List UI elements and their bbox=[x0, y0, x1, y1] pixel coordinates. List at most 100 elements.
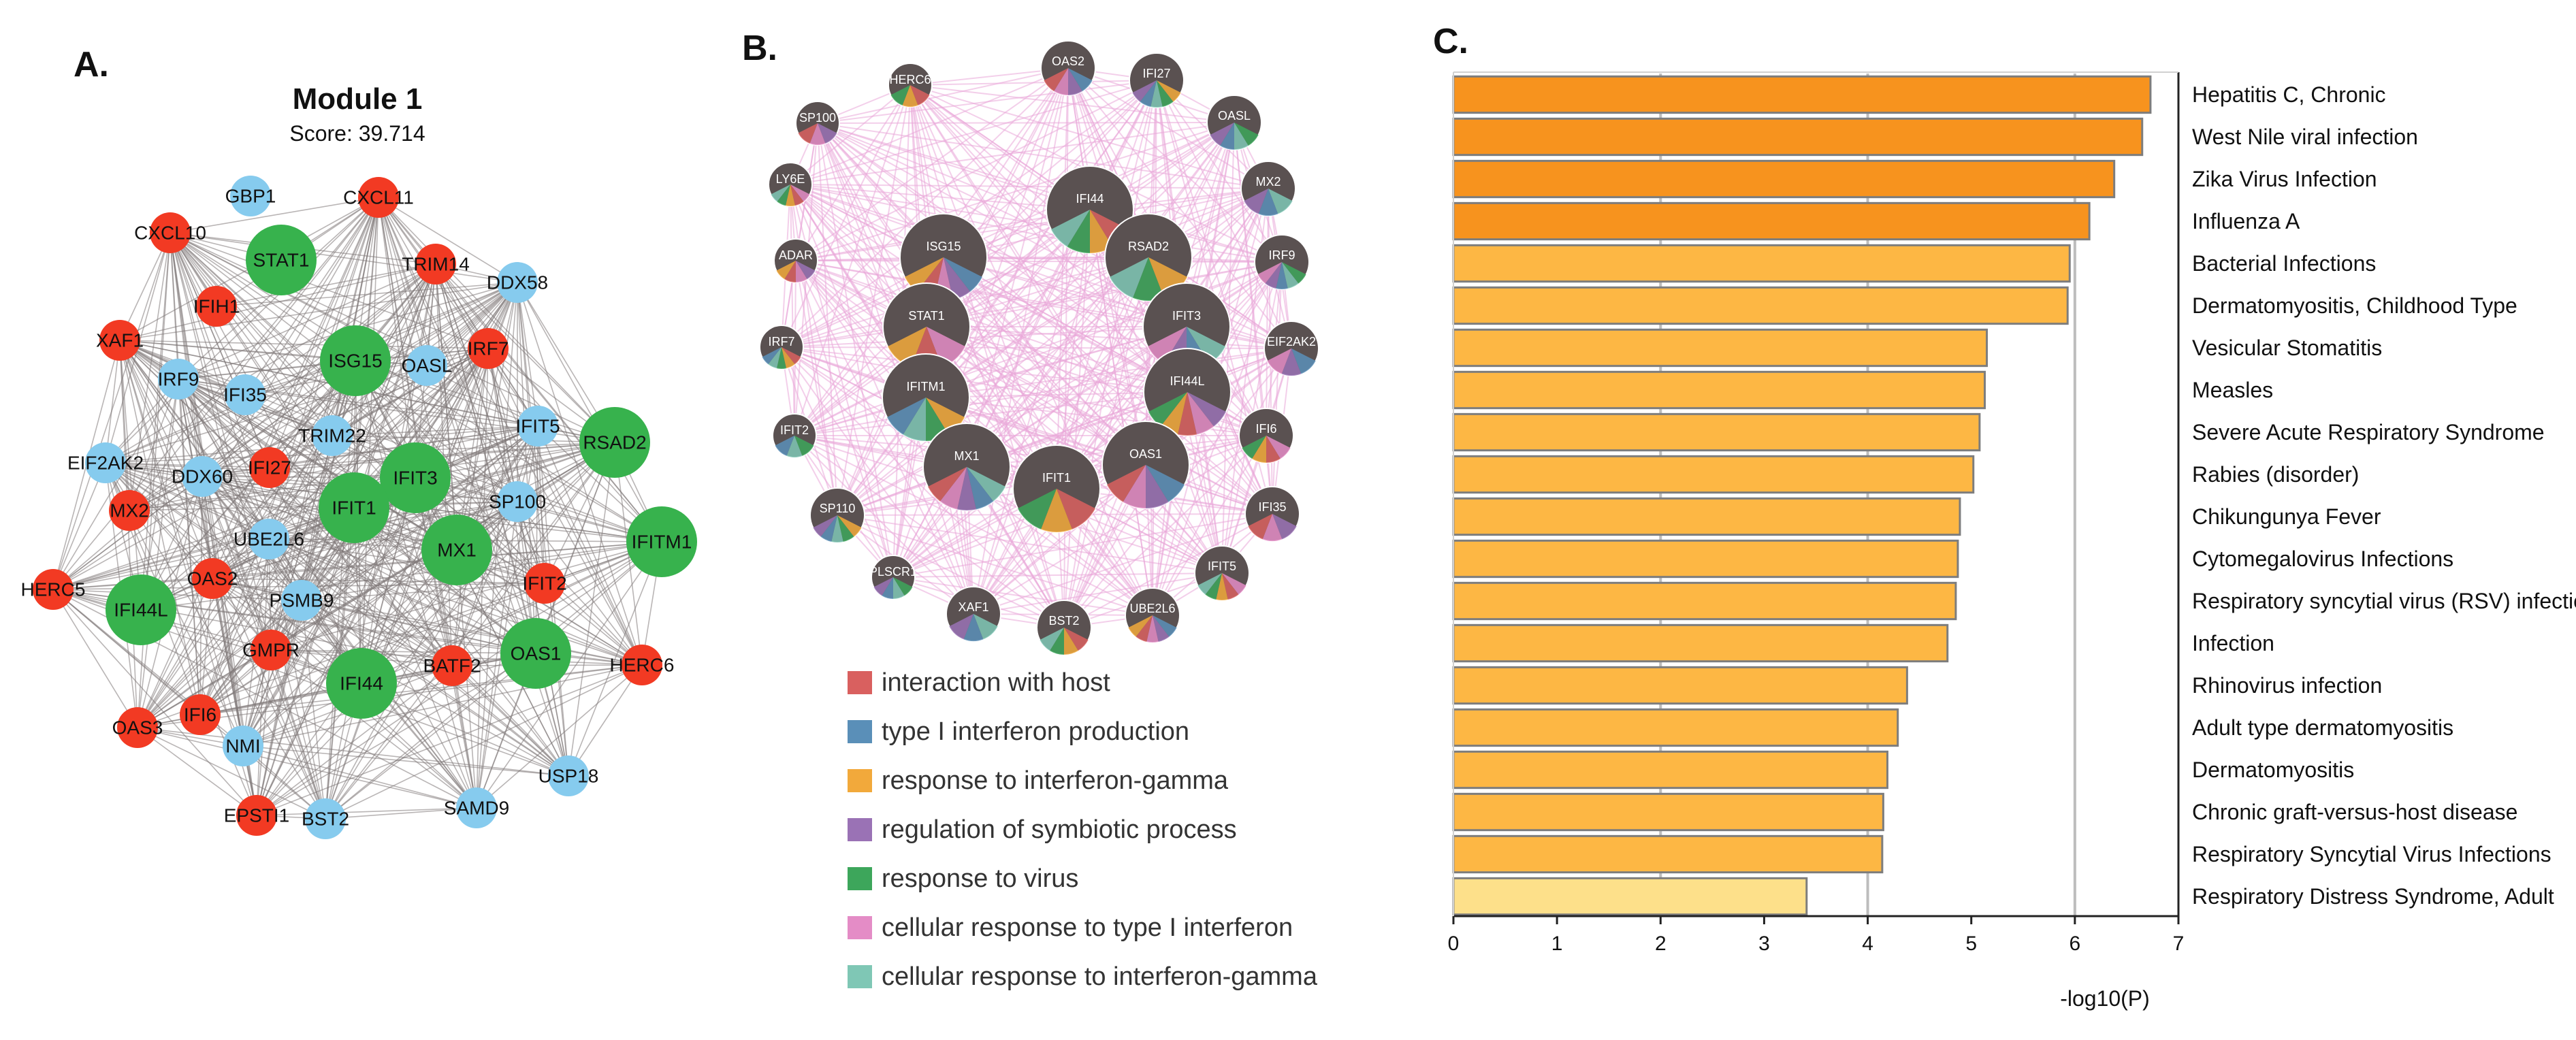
go-node-isg15: ISG15 bbox=[899, 213, 988, 302]
node-label: OAS3 bbox=[112, 717, 163, 738]
go-node-label: HERC6 bbox=[889, 73, 931, 86]
network-edge bbox=[568, 442, 615, 777]
category-label: Measles bbox=[2192, 378, 2273, 402]
network-node-ifih1: IFIH1 bbox=[193, 286, 240, 327]
go-node-wedge bbox=[777, 347, 786, 369]
go-edge bbox=[790, 122, 1235, 185]
network-edge bbox=[568, 541, 662, 777]
legend-swatch bbox=[848, 769, 872, 792]
go-edge bbox=[973, 435, 1267, 615]
network-edge bbox=[140, 360, 356, 611]
legend-item-regulation-of-symbiotic-process: regulation of symbiotic process bbox=[848, 815, 1237, 844]
go-node-wedge bbox=[794, 436, 814, 456]
go-node-wedge bbox=[949, 614, 973, 640]
go-node-wedge bbox=[1109, 257, 1148, 298]
go-edge bbox=[817, 67, 1069, 124]
go-edge bbox=[781, 261, 1283, 348]
category-label: Infection bbox=[2192, 631, 2274, 655]
node-circle bbox=[326, 648, 397, 719]
go-edge bbox=[794, 435, 1223, 574]
network-edge bbox=[178, 263, 436, 380]
go-node-wedge bbox=[1068, 68, 1093, 92]
x-tick-label: 0 bbox=[1448, 932, 1460, 955]
go-node-label: ISG15 bbox=[926, 240, 961, 253]
legend-label: cellular response to interferon-gamma bbox=[882, 962, 1318, 991]
network-edge bbox=[476, 541, 662, 809]
go-edge bbox=[795, 188, 1269, 261]
go-node-wedge bbox=[1150, 80, 1163, 108]
node-circle bbox=[500, 618, 571, 689]
network-edge bbox=[268, 501, 518, 540]
node-label: UBE2L6 bbox=[234, 529, 304, 550]
network-edge bbox=[568, 664, 643, 777]
node-circle bbox=[109, 490, 150, 531]
go-edge bbox=[837, 515, 1065, 628]
network-node-oas1: OAS1 bbox=[500, 618, 571, 689]
go-edge bbox=[790, 184, 1283, 263]
network-edge bbox=[242, 745, 569, 777]
go-node-wedge bbox=[1242, 436, 1266, 459]
go-edge bbox=[1067, 67, 1269, 189]
go-node-wedge bbox=[1266, 436, 1291, 459]
bar-dermatomyositis-childhood-type bbox=[1452, 286, 2069, 325]
network-edge bbox=[451, 665, 477, 809]
go-edge bbox=[966, 466, 1223, 574]
panel-a-label: A. bbox=[74, 45, 109, 84]
network-edge bbox=[202, 476, 477, 809]
go-edge bbox=[837, 515, 1153, 616]
go-node-wedge bbox=[1157, 80, 1181, 102]
panel-b-label: B. bbox=[742, 29, 777, 68]
network-edge bbox=[105, 462, 302, 601]
node-label: MX1 bbox=[437, 540, 477, 561]
network-edge bbox=[178, 378, 416, 478]
network-node-usp18: USP18 bbox=[538, 755, 598, 796]
go-node-label: UBE2L6 bbox=[1129, 602, 1175, 615]
go-node-wedge bbox=[813, 515, 837, 537]
go-node-herc6: HERC6 bbox=[888, 63, 933, 108]
go-node-wedge bbox=[1222, 573, 1239, 600]
go-node-wedge bbox=[887, 327, 927, 368]
network-node-mx1: MX1 bbox=[421, 515, 492, 585]
category-label: Influenza A bbox=[2192, 209, 2300, 233]
network-node-gbp1: GBP1 bbox=[225, 176, 276, 216]
go-node-wedge bbox=[1244, 189, 1268, 214]
network-edge bbox=[301, 600, 453, 666]
node-circle bbox=[497, 262, 538, 303]
network-edge bbox=[202, 476, 643, 666]
bar-chronic-graft-versus-host-disease bbox=[1452, 792, 1884, 832]
node-label: BATF2 bbox=[423, 655, 481, 677]
node-circle bbox=[230, 176, 271, 216]
go-node-wedge bbox=[1265, 262, 1282, 289]
network-edge bbox=[52, 589, 302, 601]
go-node-label: PLSCR1 bbox=[869, 565, 917, 579]
network-edge bbox=[212, 578, 326, 819]
network-edge bbox=[137, 600, 302, 728]
go-node-wedge bbox=[1234, 123, 1259, 146]
go-edge bbox=[892, 209, 1091, 578]
go-node-oas1: OAS1 bbox=[1101, 421, 1190, 509]
go-edge bbox=[781, 326, 1187, 348]
node-label: CXCL10 bbox=[134, 223, 206, 244]
network-edge bbox=[242, 745, 477, 809]
network-edge bbox=[270, 649, 569, 777]
go-node-wedge bbox=[1153, 615, 1170, 643]
network-edge bbox=[301, 600, 326, 819]
category-label: Bacterial Infections bbox=[2192, 251, 2376, 276]
node-circle bbox=[33, 569, 74, 610]
network-edge bbox=[355, 360, 477, 809]
go-node-wedge bbox=[1210, 123, 1234, 146]
node-circle bbox=[548, 755, 589, 796]
node-circle bbox=[415, 244, 456, 285]
category-label: Respiratory syncytial virus (RSV) infect… bbox=[2192, 589, 2576, 613]
go-node-label: IFI6 bbox=[1255, 422, 1276, 436]
node-label: STAT1 bbox=[253, 250, 310, 271]
node-label: NMI bbox=[225, 736, 260, 757]
network-edge bbox=[119, 263, 436, 341]
network-node-ifit1: IFIT1 bbox=[319, 472, 389, 543]
network-node-ifit5: IFIT5 bbox=[515, 406, 560, 446]
node-label: OASL bbox=[402, 355, 453, 376]
go-node-irf9: IRF9 bbox=[1254, 234, 1310, 290]
go-node-bst2: BST2 bbox=[1036, 600, 1092, 655]
